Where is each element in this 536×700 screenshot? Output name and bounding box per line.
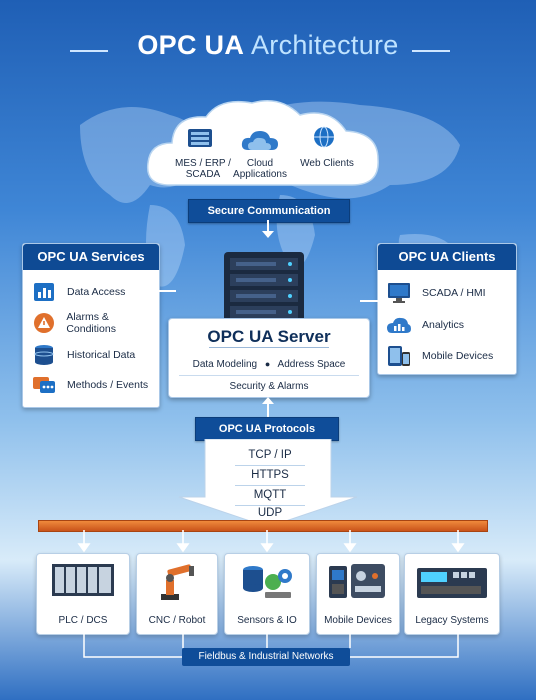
robot-arm-icon [161, 564, 194, 600]
client-analytics: Analytics [386, 312, 464, 338]
protocols-bar: OPC UA Protocols [195, 417, 339, 441]
fieldbus-label: Fieldbus & Industrial Networks [182, 648, 350, 666]
protocol-item: HTTPS [251, 469, 289, 481]
device-label: Sensors & IO [237, 615, 297, 626]
arrow-up-server [262, 397, 274, 418]
client-label: Mobile Devices [422, 350, 494, 362]
plc-icon [52, 564, 114, 596]
server-divider-2 [179, 375, 359, 376]
industrial-bus-bar [38, 520, 488, 532]
device-label: Mobile Devices [324, 615, 392, 626]
chat-event-icon [31, 374, 57, 396]
services-title: OPC UA Services [23, 244, 159, 270]
device-cnc: CNC / Robot [136, 553, 218, 635]
bus-drop-arrows [77, 530, 465, 553]
server-feature-modeling: Data Modeling [192, 359, 258, 370]
service-historical: Historical Data [31, 342, 135, 368]
service-label: Data Access [67, 286, 126, 298]
server-features: Data Modeling ● Address Space [169, 359, 369, 370]
legacy-controller-icon [417, 568, 487, 598]
client-label: Analytics [422, 319, 465, 331]
protocols-funnel-arrow [178, 439, 358, 528]
service-methods: Methods / Events [31, 372, 148, 398]
device-mobile: Mobile Devices [316, 553, 400, 635]
cloud-item-web-clients: Web Clients [300, 158, 354, 169]
server-divider [209, 347, 329, 348]
title-bold: OPC UA [137, 30, 244, 60]
service-alarms: Alarms & Conditions [31, 310, 159, 336]
title-rule-right [412, 50, 450, 52]
arrow-down-secure [262, 220, 274, 238]
server-feature-address-space: Address Space [277, 359, 346, 370]
cloud-analytics-icon [386, 314, 412, 336]
clients-panel: OPC UA Clients SCADA / HMI Analytics Mob… [377, 243, 517, 375]
protocol-divider [235, 465, 305, 466]
device-label: CNC / Robot [148, 615, 206, 626]
title-light: Architecture [250, 30, 399, 60]
protocols-list: TCP / IP HTTPS MQTT UDP [205, 443, 335, 527]
alarm-icon [31, 312, 56, 334]
bar-chart-icon [31, 281, 57, 303]
opc-ua-server-box: OPC UA Server Data Modeling ● Address Sp… [168, 318, 370, 398]
server-title: OPC UA Server [207, 327, 331, 346]
device-label: Legacy Systems [415, 615, 489, 626]
device-plc: PLC / DCS [36, 553, 130, 635]
bullet-separator: ● [264, 359, 271, 369]
device-legacy: Legacy Systems [404, 553, 500, 635]
sensors-icon [243, 566, 292, 598]
database-icon [31, 344, 57, 366]
service-label: Alarms & Conditions [66, 311, 116, 335]
io-module-icon [329, 564, 385, 598]
cloud-item-cloud-apps: Cloud Applications [233, 158, 287, 180]
cloud-icon [241, 131, 278, 150]
service-label: Historical Data [67, 349, 136, 361]
service-label: Methods / Events [67, 379, 149, 391]
protocol-item: MQTT [253, 489, 287, 501]
mobile-devices-icon [386, 345, 412, 367]
client-mobile: Mobile Devices [386, 343, 493, 369]
server-security: Security & Alarms [229, 381, 309, 392]
client-label: SCADA / HMI [422, 287, 486, 299]
clients-title: OPC UA Clients [378, 244, 516, 270]
server-rack-illustration [224, 252, 304, 322]
protocol-divider [235, 505, 305, 506]
client-scada: SCADA / HMI [386, 280, 486, 306]
title-rule-left [70, 50, 108, 52]
protocol-item: TCP / IP [248, 449, 292, 461]
page-title: OPC UA Architecture [0, 30, 536, 61]
service-data-access: Data Access [31, 279, 125, 305]
protocol-item: UDP [257, 507, 283, 519]
fieldbus-lines [83, 633, 459, 658]
protocol-divider [235, 485, 305, 486]
globe-icon [314, 126, 334, 148]
connector-clients [360, 300, 378, 302]
cloud-item-mes: MES / ERP / SCADA [175, 158, 231, 180]
connector-services [158, 290, 176, 292]
services-panel: OPC UA Services Data Access Alarms & Con… [22, 243, 160, 408]
server-rack-icon [188, 129, 212, 147]
monitor-icon [386, 282, 412, 304]
device-sensors: Sensors & IO [224, 553, 310, 635]
device-label: PLC / DCS [58, 615, 108, 626]
